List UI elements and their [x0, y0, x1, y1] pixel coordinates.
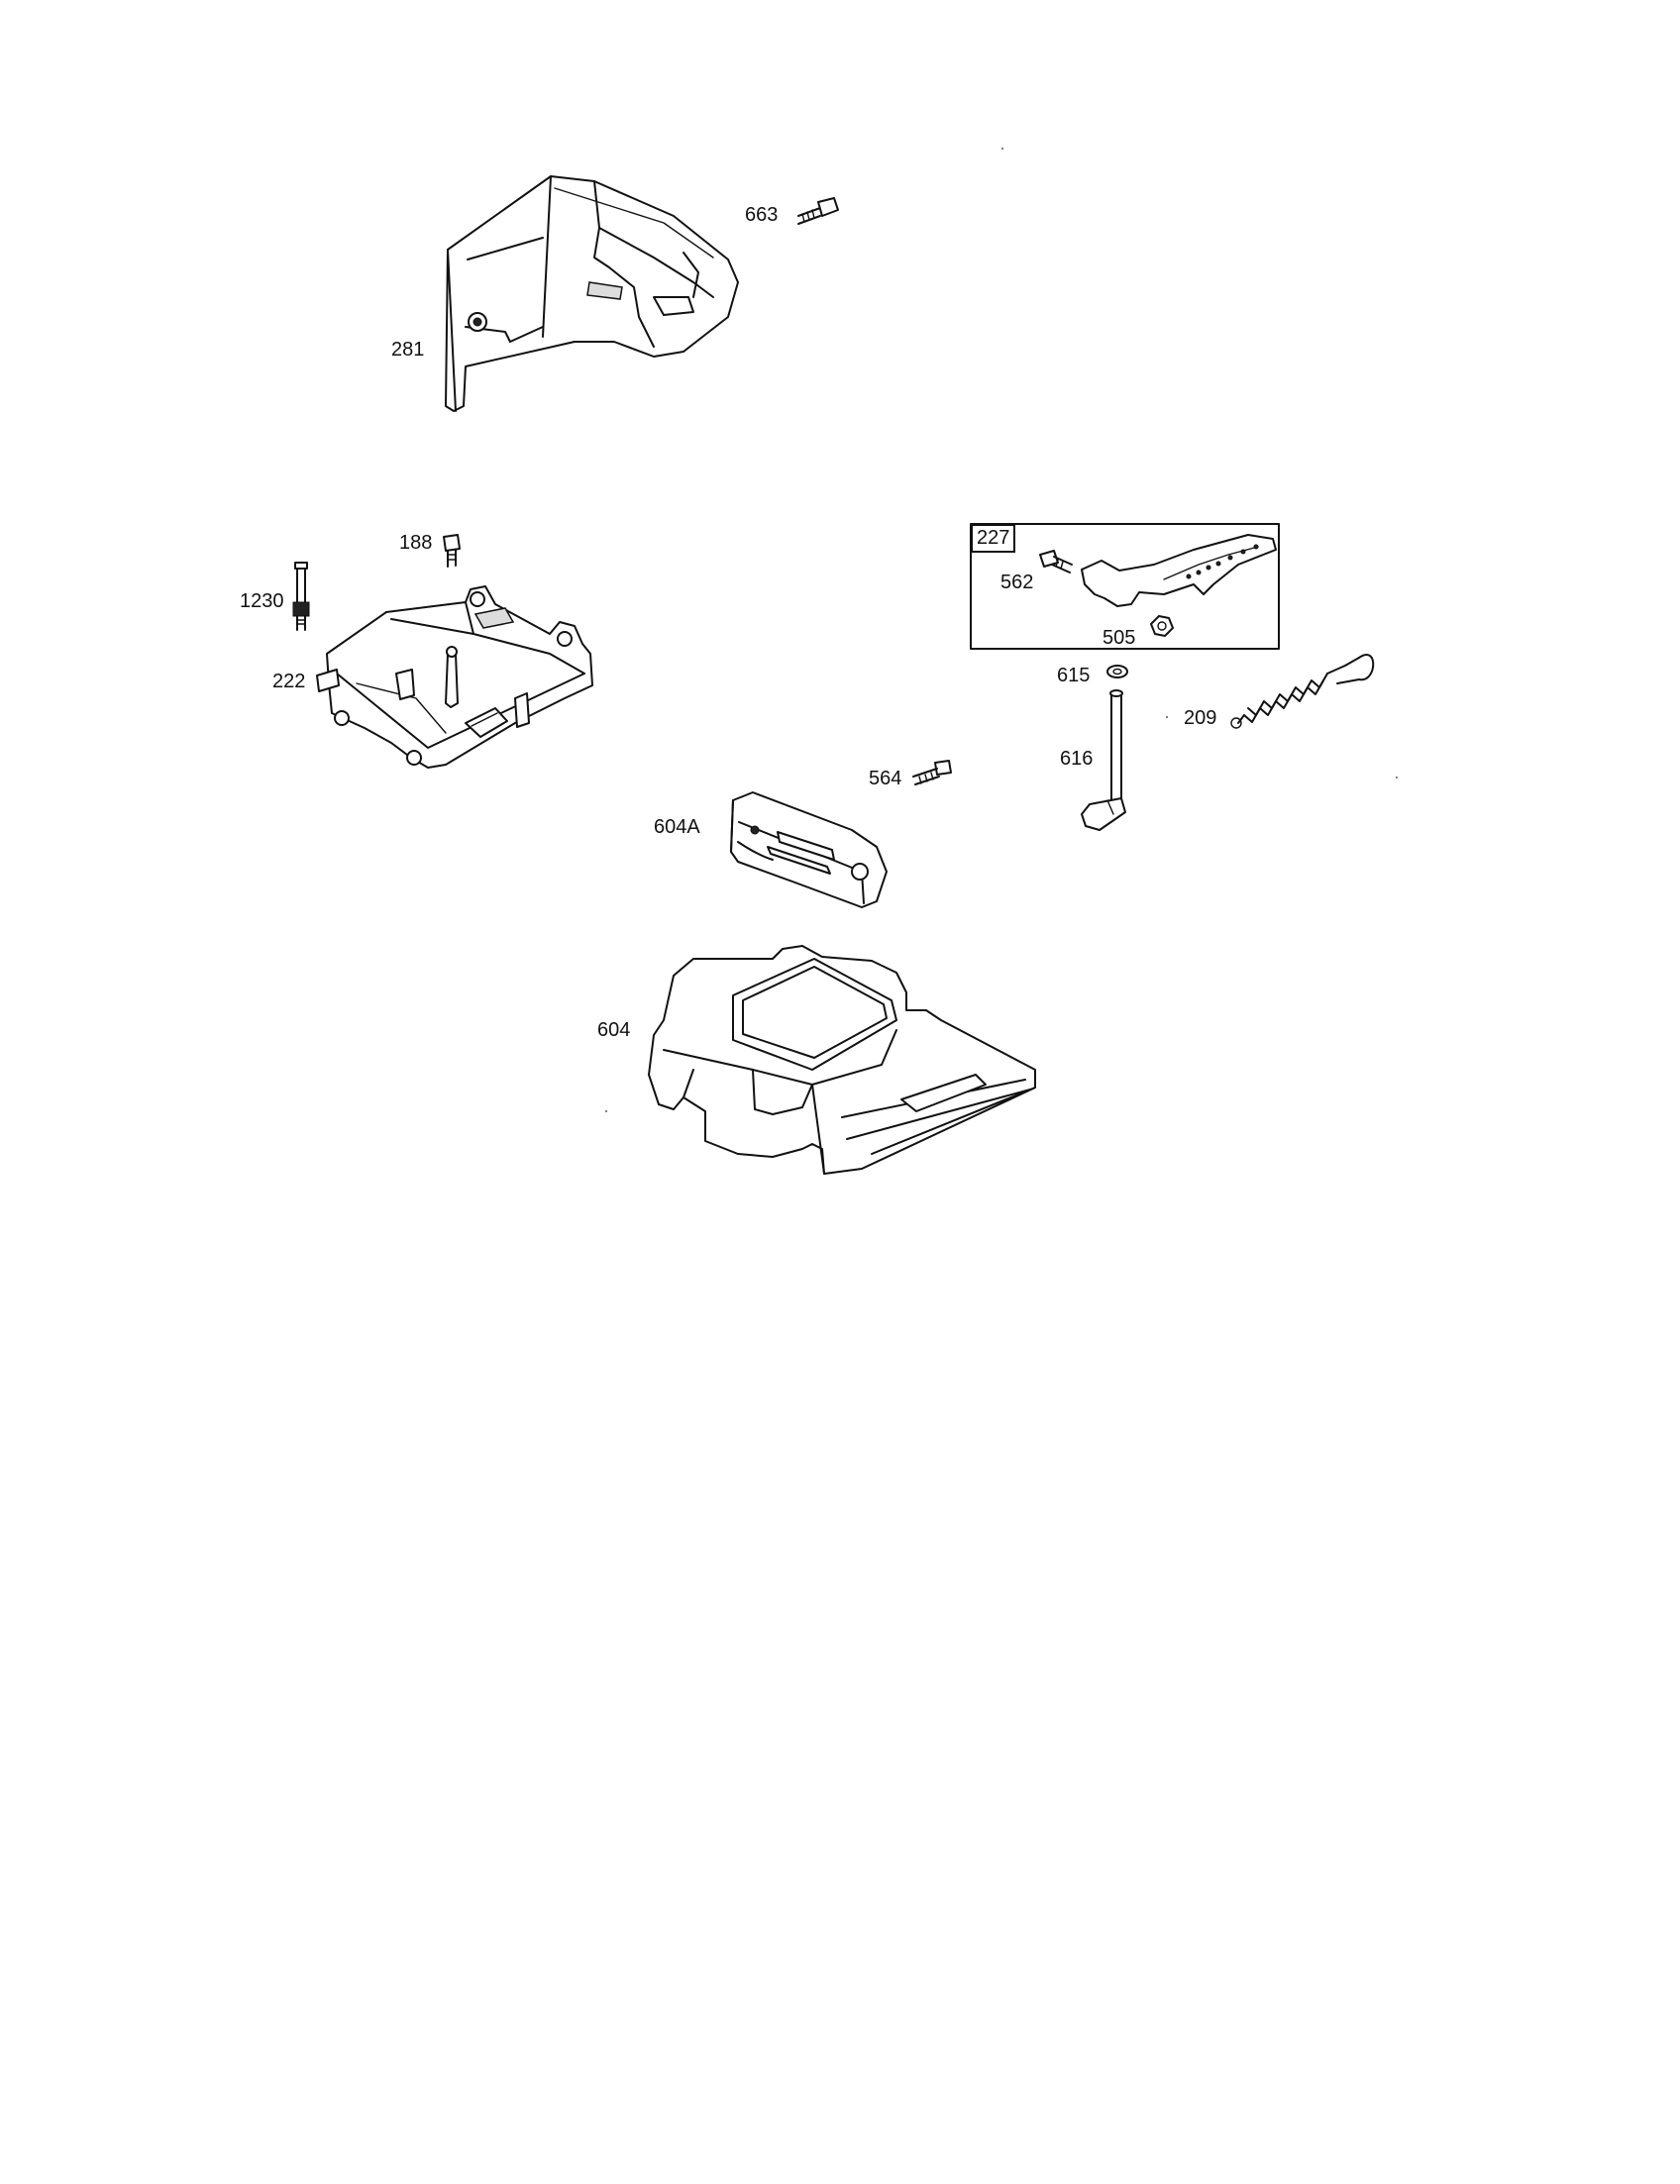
callout-604A: 604A — [654, 816, 700, 838]
callout-209: 209 — [1184, 707, 1217, 729]
speck — [1396, 777, 1398, 779]
callout-616: 616 — [1060, 748, 1094, 770]
part-227-governor-lever — [1081, 534, 1277, 607]
callout-562: 562 — [1000, 572, 1034, 593]
part-1230-stud — [292, 562, 310, 631]
callout-564: 564 — [869, 768, 902, 789]
callout-227: 227 — [971, 524, 1016, 553]
part-562-screw — [1039, 550, 1073, 573]
part-604A-air-guide — [730, 791, 888, 908]
callout-663: 663 — [745, 204, 779, 226]
speck — [1166, 716, 1168, 718]
part-188-bolt — [443, 534, 461, 568]
part-227-kit-box — [970, 523, 1280, 650]
part-615-washer — [1106, 665, 1128, 678]
speck — [605, 1110, 607, 1112]
part-604-cylinder-shield — [648, 945, 1036, 1175]
part-663-bolt — [797, 197, 839, 225]
callout-188: 188 — [399, 532, 433, 554]
part-564-bolt — [912, 760, 952, 785]
part-209-spring — [1230, 654, 1375, 729]
part-616-shaft — [1081, 689, 1126, 831]
callout-222: 222 — [272, 671, 306, 692]
callout-281: 281 — [391, 339, 425, 361]
part-505-nut — [1150, 615, 1174, 637]
callout-1230: 1230 — [240, 590, 284, 612]
callout-505: 505 — [1102, 627, 1136, 649]
callout-615: 615 — [1057, 665, 1091, 686]
speck — [1001, 148, 1003, 150]
part-281-shroud — [445, 175, 739, 412]
callout-604: 604 — [597, 1019, 631, 1041]
part-222-base-plate — [316, 585, 593, 769]
